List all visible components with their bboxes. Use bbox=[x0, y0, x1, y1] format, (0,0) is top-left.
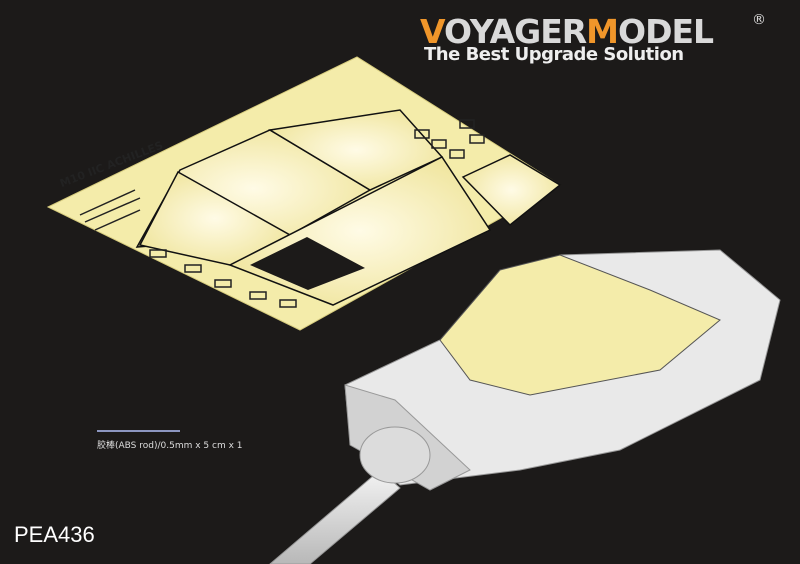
installed-armor-plates bbox=[439, 254, 721, 396]
gun-barrel bbox=[269, 469, 401, 564]
product-code: PEA436 bbox=[14, 522, 95, 547]
brand-logo: VOYAGERMODEL bbox=[420, 12, 714, 51]
rod-note: 胶棒(ABS rod)/0.5mm x 5 cm x 1 bbox=[97, 441, 243, 451]
abs-rod bbox=[97, 430, 180, 432]
gun-mantlet bbox=[359, 426, 431, 484]
registered-mark: ® bbox=[752, 12, 766, 28]
brand-tagline: The Best Upgrade Solution bbox=[424, 44, 684, 65]
small-parts bbox=[79, 119, 485, 308]
panel-right bbox=[461, 154, 562, 227]
panel-cutout bbox=[250, 237, 365, 290]
